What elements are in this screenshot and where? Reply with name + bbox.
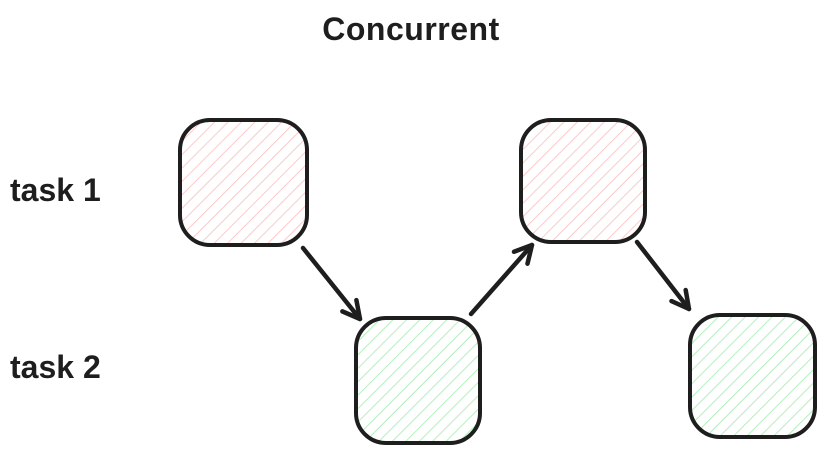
task1-block-1 (178, 118, 309, 247)
arrow-task1-to-task2 (300, 245, 363, 322)
task1-block-2 (519, 118, 647, 244)
diagram-title: Concurrent (322, 11, 500, 47)
arrow-task1-to-task2-second (634, 239, 692, 312)
arrow-task2-to-task1 (468, 242, 535, 317)
task2-block-2 (688, 313, 817, 439)
row-label-task1: task 1 (10, 172, 101, 208)
row-label-task2: task 2 (10, 349, 101, 385)
task2-block-1 (354, 316, 482, 445)
